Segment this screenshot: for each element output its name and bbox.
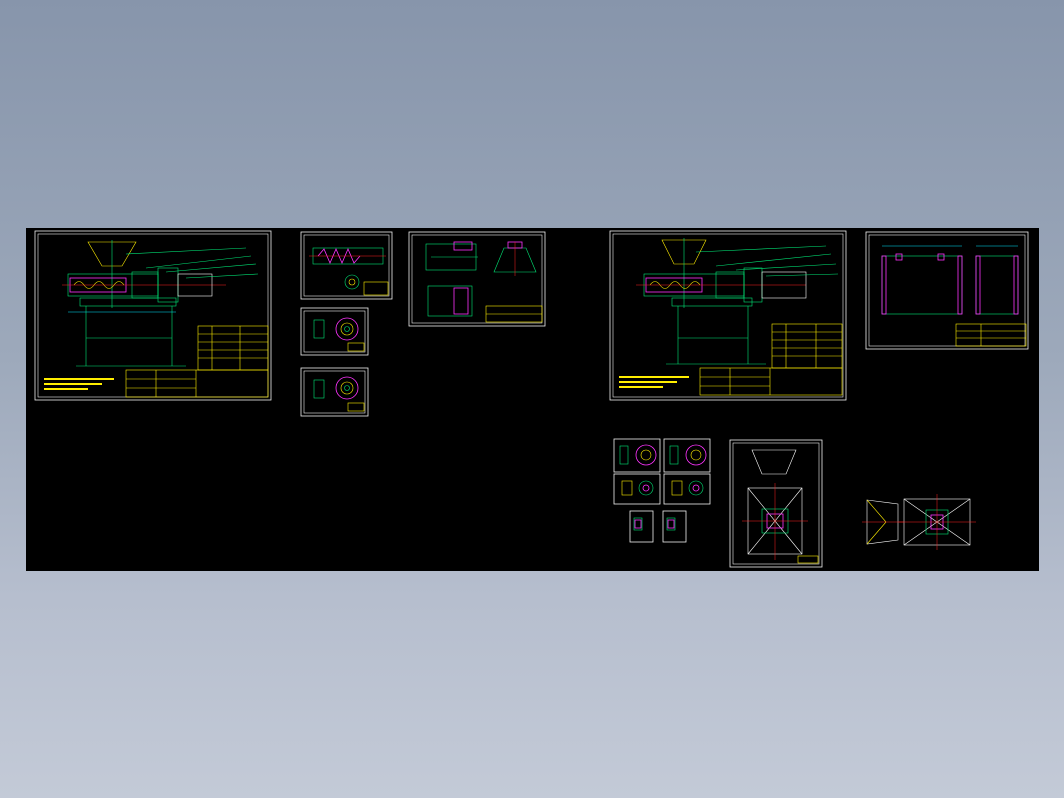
hopper-views-drawing[interactable] <box>862 494 976 550</box>
small-parts-sheet-1[interactable] <box>613 438 661 473</box>
small-parts-sheet-6[interactable] <box>662 510 687 543</box>
assembly-drawing-1[interactable] <box>34 230 272 401</box>
small-parts-sheet-4[interactable] <box>663 473 711 505</box>
base-frame-drawing[interactable] <box>865 231 1029 350</box>
gear-plate-drawing-2[interactable] <box>300 367 369 417</box>
small-parts-sheet-3[interactable] <box>613 473 661 505</box>
assembly-drawing-2[interactable] <box>609 230 847 401</box>
small-parts-sheet-5[interactable] <box>629 510 654 543</box>
cad-model-space[interactable] <box>26 228 1039 571</box>
cad-drawing-svg <box>34 230 1029 568</box>
small-parts-sheet-2[interactable] <box>663 438 711 473</box>
gear-plate-drawing-1[interactable] <box>300 307 369 356</box>
frame-parts-drawing[interactable] <box>408 231 546 327</box>
screw-shaft-drawing[interactable] <box>300 231 393 300</box>
hopper-drawing[interactable] <box>729 439 823 568</box>
